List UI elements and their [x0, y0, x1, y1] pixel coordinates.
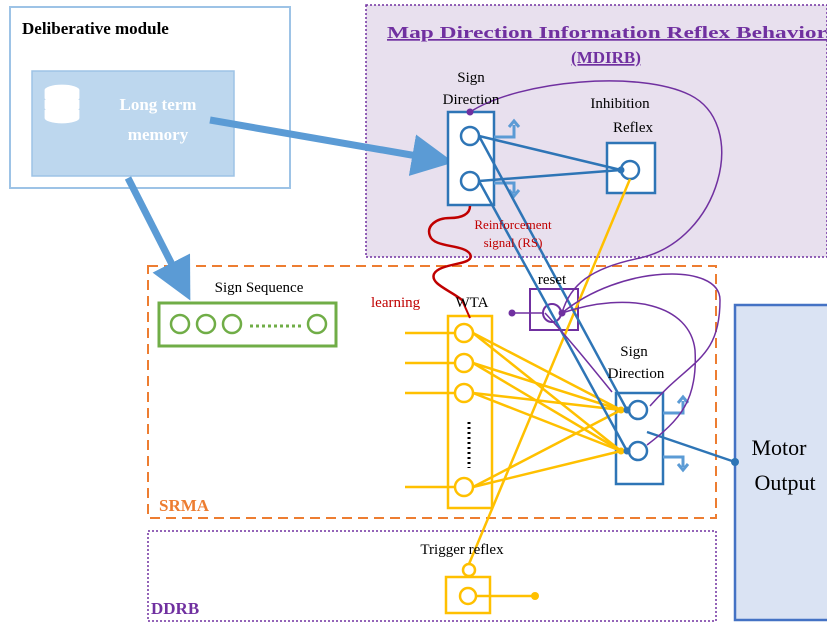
memory-to-mdirb-arrow: [209, 116, 454, 176]
memory-label-line2: memory: [128, 125, 189, 144]
trigger-output-dot: [531, 592, 539, 600]
mdirb-frame: [365, 4, 827, 258]
database-icon: [43, 83, 81, 125]
deliberative-title: Deliberative module: [22, 19, 169, 38]
purple-dots: [466, 108, 566, 317]
bottom-turn-arrows: [663, 394, 690, 473]
reinforcement-signal-wave: [427, 205, 472, 301]
reinforcement-label-2: signal (RS): [484, 235, 543, 250]
wta-direction-dots: [617, 406, 625, 455]
learning-label: learning: [371, 295, 421, 311]
top-turn-arrows: [494, 118, 521, 199]
trigger-reflex-label: Trigger reflex: [420, 542, 504, 558]
mdirb-title-line2: (MDIRB): [571, 48, 641, 67]
inhibition-label-1: Inhibition: [590, 96, 650, 112]
memory-label-line1: Long term: [120, 95, 197, 114]
sign-direction-bottom-label-2: Direction: [608, 366, 665, 382]
srma-title: SRMA: [159, 496, 210, 515]
blue-dots: [617, 166, 739, 466]
motor-output-line2: Output: [754, 470, 815, 495]
sign-sequence-label: Sign Sequence: [215, 280, 304, 296]
sign-direction-top-label-2: Direction: [443, 92, 500, 108]
wta-inputs: [405, 331, 455, 489]
wta-to-direction-lines: [467, 178, 632, 565]
wta-label: WTA: [456, 295, 489, 311]
learning-arrow: [461, 299, 471, 319]
motor-output-line1: Motor: [752, 435, 808, 460]
ddrb-title: DDRB: [151, 599, 199, 618]
trigger-reflex-box: [444, 575, 492, 615]
trigger-node-upper: [461, 562, 477, 578]
ddrb-frame: [147, 530, 717, 622]
reinforcement-label-1: Reinforcement: [474, 217, 552, 232]
blue-connections: [477, 134, 736, 464]
memory-to-sequence-arrow: [124, 176, 191, 301]
srma-frame: [147, 265, 717, 519]
sequence-nodes: [169, 313, 328, 335]
sign-direction-top-label-1: Sign: [457, 70, 485, 86]
purple-connections: [469, 80, 723, 446]
sign-sequence-box: [157, 301, 338, 348]
sign-direction-bottom-label-1: Sign: [620, 344, 648, 360]
reset-label: reset: [538, 272, 567, 288]
inhibition-label-2: Reflex: [613, 120, 653, 136]
motor-output-box: [733, 303, 827, 622]
trigger-node: [458, 586, 478, 606]
mdirb-title-line1: Map Direction Information Reflex Behavio…: [387, 23, 827, 42]
